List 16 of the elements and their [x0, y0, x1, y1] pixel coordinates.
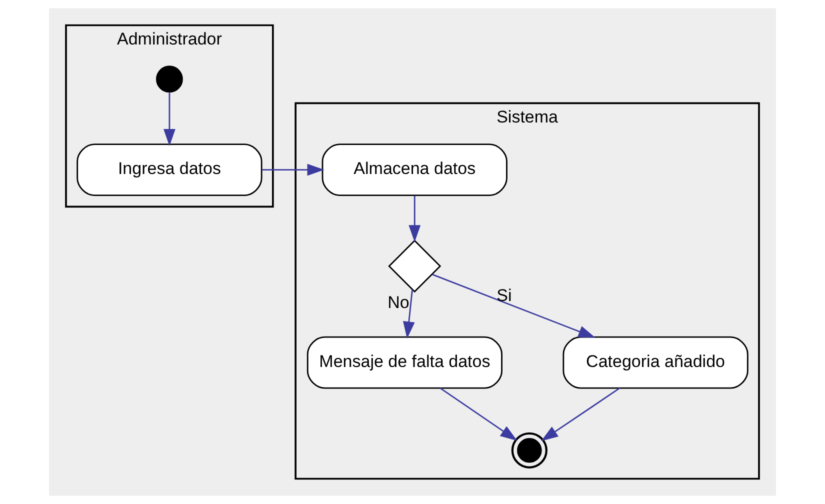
arrow	[402, 290, 415, 339]
node-box: Categoria añadido	[562, 336, 748, 389]
node-circle	[156, 66, 183, 93]
arrow	[432, 274, 596, 338]
edge-label: Si	[496, 286, 512, 305]
arrow	[262, 164, 324, 176]
node-circle	[511, 432, 548, 468]
node-box: Almacena datos	[322, 144, 508, 196]
node-box: Ingresa datos	[76, 144, 262, 196]
arrow	[408, 196, 421, 242]
edge-label: No	[388, 292, 410, 312]
arrow	[164, 92, 176, 146]
arrow	[541, 388, 620, 442]
arrow	[440, 388, 518, 441]
node-diamond	[388, 240, 442, 293]
node-box: Mensaje de falta datos	[306, 336, 502, 389]
